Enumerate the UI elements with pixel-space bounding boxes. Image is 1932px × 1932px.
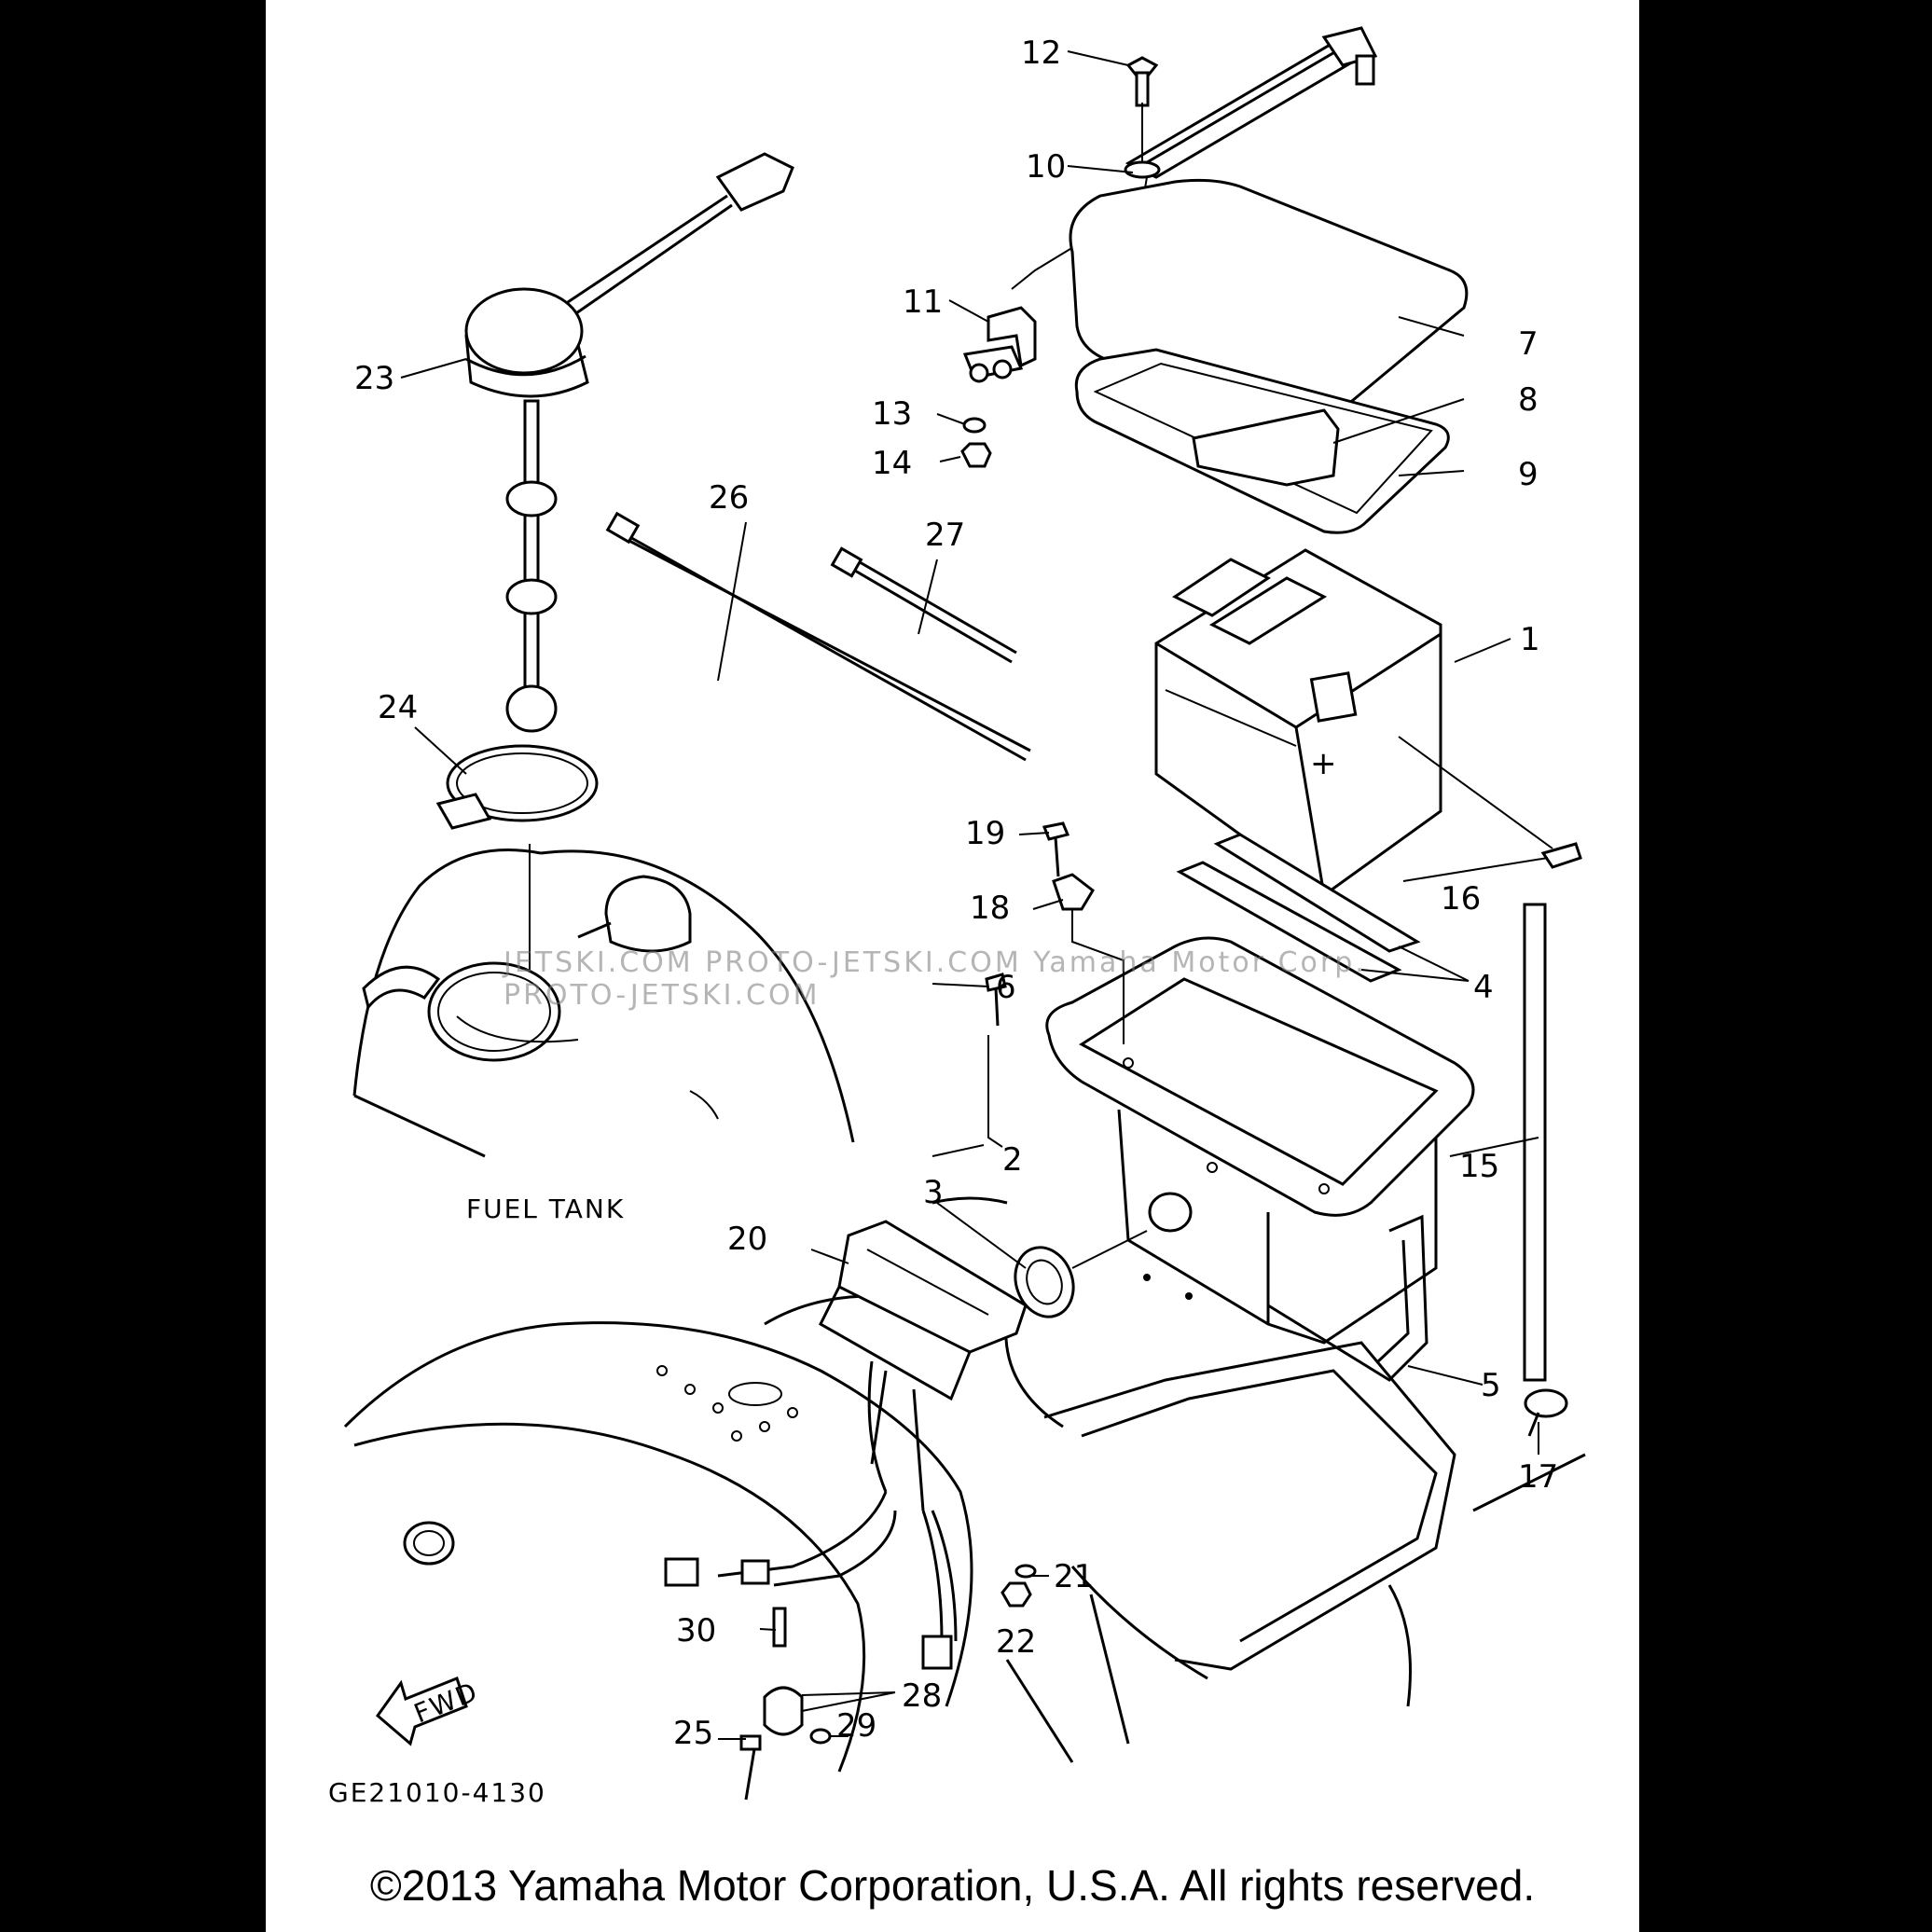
callout-10: 10 [1026, 148, 1066, 186]
callout-27: 27 [925, 517, 965, 554]
battery-band-assembly [960, 26, 1378, 468]
callout-23: 23 [354, 360, 394, 397]
battery-mats [1176, 833, 1421, 983]
callout-numbers: 1 2 3 4 5 6 7 8 9 10 11 12 13 14 15 16 1… [354, 34, 1558, 1752]
screws-and-clamp [985, 821, 1125, 1148]
grommet [1014, 1230, 1148, 1318]
callout-6: 6 [996, 969, 1016, 1006]
callout-3: 3 [923, 1174, 944, 1211]
breather-tube [1398, 736, 1582, 1437]
callout-14: 14 [872, 445, 912, 482]
callout-8: 8 [1518, 381, 1539, 419]
hull-outline [343, 1196, 1586, 1773]
callout-20: 20 [727, 1221, 767, 1258]
leader-lines [400, 50, 1549, 1740]
callout-1: 1 [1520, 621, 1540, 658]
callout-24: 24 [378, 689, 418, 726]
callout-25: 25 [673, 1715, 713, 1752]
cable-ties [605, 511, 1031, 762]
fuel-tank-label: FUEL TANK [466, 1194, 625, 1224]
mount-nuts [1000, 1564, 1037, 1608]
diagram-code: GE21010-4130 [328, 1777, 546, 1808]
callout-26: 26 [709, 479, 749, 517]
battery: + [1154, 548, 1442, 897]
callout-18: 18 [970, 890, 1010, 927]
callout-7: 7 [1518, 325, 1539, 363]
callout-15: 15 [1459, 1148, 1499, 1185]
fuel-sender-unit [464, 152, 794, 733]
callout-11: 11 [903, 283, 943, 321]
battery-cover-set [1069, 178, 1469, 534]
svg-text:+: + [1310, 745, 1337, 782]
callout-17: 17 [1518, 1458, 1558, 1496]
callout-13: 13 [872, 395, 912, 433]
callout-4: 4 [1473, 969, 1494, 1006]
callout-9: 9 [1518, 456, 1539, 493]
forward-direction-arrow: FWD [375, 1676, 483, 1746]
watermark: JETSKI.COM PROTO-JETSKI.COM Yamaha Motor… [504, 946, 1367, 1012]
battery-box-bracket [1267, 1214, 1428, 1382]
callout-21: 21 [1054, 1558, 1094, 1595]
callout-29: 29 [836, 1707, 876, 1745]
switch-panel [664, 1220, 1028, 1670]
battery-box [1045, 936, 1475, 1345]
harness-clamps [739, 1607, 832, 1801]
callout-16: 16 [1441, 880, 1481, 918]
callout-12: 12 [1021, 34, 1061, 72]
callout-22: 22 [996, 1623, 1036, 1661]
fuel-tank [352, 849, 855, 1158]
callout-30: 30 [676, 1612, 716, 1649]
fuel-sender-band [435, 744, 599, 970]
callout-28: 28 [902, 1677, 942, 1715]
callout-5: 5 [1481, 1367, 1501, 1404]
callout-2: 2 [1002, 1141, 1023, 1179]
callout-19: 19 [965, 815, 1005, 852]
copyright-notice: ©2013 Yamaha Motor Corporation, U.S.A. A… [369, 1861, 1536, 1910]
